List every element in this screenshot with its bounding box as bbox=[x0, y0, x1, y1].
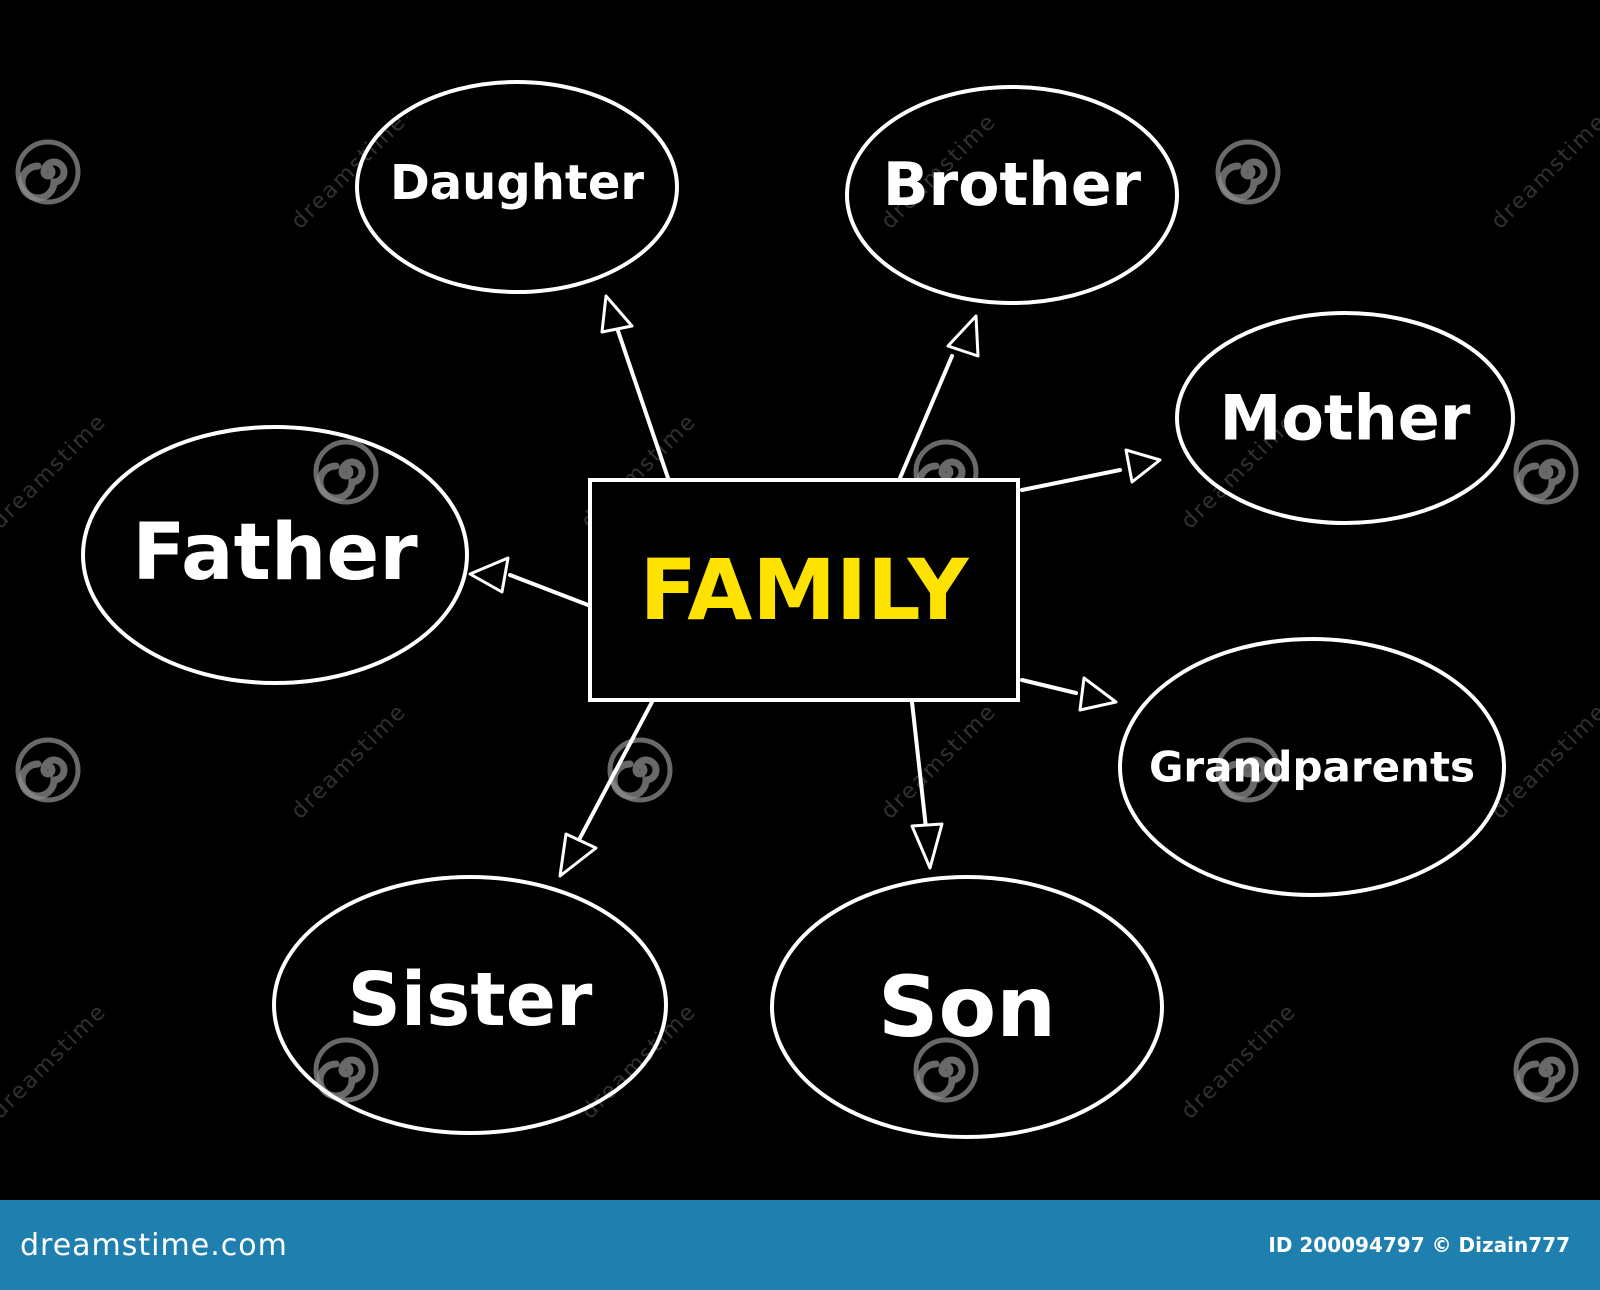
node-daughter: Daughter bbox=[355, 80, 679, 294]
watermark-text: dreamstime bbox=[1177, 999, 1302, 1124]
footer-credit: ID 200094797 © Dizain777 bbox=[1268, 1233, 1570, 1257]
footer-logo: dreamstime.com bbox=[20, 1227, 288, 1263]
central-box bbox=[588, 478, 1020, 702]
node-label-sister: Sister bbox=[348, 957, 593, 1043]
node-label-grandparents: Grandparents bbox=[1149, 743, 1475, 792]
watermark-text: dreamstime bbox=[287, 699, 412, 824]
node-mother: Mother bbox=[1175, 311, 1515, 525]
node-label-father: Father bbox=[132, 508, 418, 598]
node-label-brother: Brother bbox=[883, 150, 1142, 220]
arrow-to-son bbox=[910, 700, 944, 870]
watermark-text: dreamstime bbox=[1487, 109, 1600, 234]
node-father: Father bbox=[81, 425, 469, 685]
node-sister: Sister bbox=[272, 875, 668, 1135]
node-label-daughter: Daughter bbox=[390, 155, 644, 211]
central-node: FAMILY bbox=[588, 478, 1020, 702]
footer-bar: dreamstime.com ID 200094797 © Dizain777 bbox=[0, 1200, 1600, 1290]
watermark-spiral-icon bbox=[1215, 737, 1281, 803]
arrow-to-sister bbox=[558, 700, 654, 878]
arrow-to-brother bbox=[898, 314, 980, 480]
arrow-to-daughter bbox=[600, 294, 670, 480]
node-label-mother: Mother bbox=[1220, 382, 1471, 455]
watermark-spiral-icon bbox=[313, 1037, 379, 1103]
watermark-spiral-icon bbox=[15, 139, 81, 205]
watermark-text: dreamstime bbox=[877, 699, 1002, 824]
node-son: Son bbox=[770, 875, 1164, 1139]
watermark-text: dreamstime bbox=[0, 409, 112, 534]
arrow-to-mother bbox=[1020, 448, 1162, 492]
watermark-spiral-icon bbox=[1513, 439, 1579, 505]
node-grandparents: Grandparents bbox=[1118, 637, 1506, 897]
connectors bbox=[468, 294, 1162, 878]
watermark-spiral-icon bbox=[1513, 1037, 1579, 1103]
arrow-to-grandparents bbox=[1020, 676, 1118, 712]
watermark-spiral-icon bbox=[607, 737, 673, 803]
central-label: FAMILY bbox=[640, 541, 970, 639]
node-label-son: Son bbox=[878, 958, 1056, 1056]
watermark-spiral-icon bbox=[1215, 139, 1281, 205]
arrow-to-father bbox=[468, 556, 590, 607]
watermark-spiral-icon bbox=[15, 737, 81, 803]
watermark-spiral-icon bbox=[913, 1037, 979, 1103]
watermark-text: dreamstime bbox=[0, 999, 112, 1124]
watermark-spiral-icon bbox=[313, 439, 379, 505]
node-brother: Brother bbox=[845, 85, 1179, 305]
mind-map-canvas: dreamstime dreamstime dreamstime dreamst… bbox=[0, 80, 1600, 1139]
